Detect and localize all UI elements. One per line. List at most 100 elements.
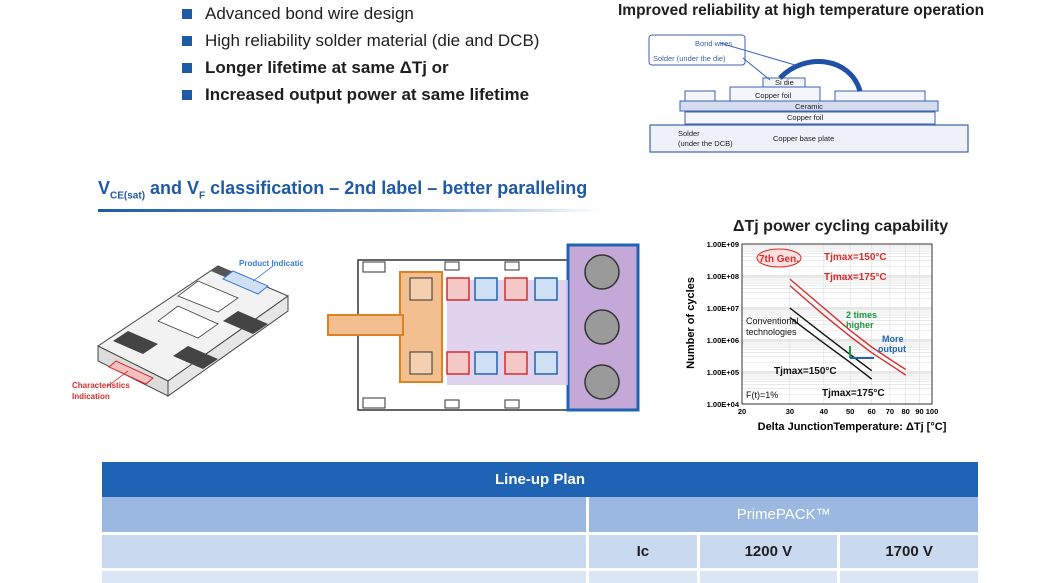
y-tick-label: 1.00E+09 bbox=[707, 240, 739, 249]
feature-item: High reliability solder material (die an… bbox=[182, 27, 539, 54]
aux-pin bbox=[445, 400, 459, 408]
module-isometric-illustration: Product Indication Characteristics Indic… bbox=[68, 236, 303, 411]
table-cell bbox=[698, 570, 839, 583]
tmax150-red-label: Tjmax=150°C bbox=[824, 252, 887, 263]
terminal-row-bottom bbox=[410, 352, 557, 374]
copper-foil-bottom-label: Copper foil bbox=[787, 113, 824, 122]
y-tick-labels: 1.00E+09 1.00E+08 1.00E+07 1.00E+06 1.00E+05… bbox=[707, 240, 740, 409]
y-tick-label: 1.00E+08 bbox=[707, 272, 739, 281]
conventional-label: Conventional bbox=[746, 316, 799, 326]
table-header-ic: Ic bbox=[588, 534, 698, 570]
solder-leader bbox=[743, 58, 770, 80]
two-times-label: 2 times bbox=[846, 310, 877, 320]
table-cell bbox=[839, 570, 978, 583]
technologies-label: technologies bbox=[746, 327, 797, 337]
y-tick-label: 1.00E+05 bbox=[707, 368, 739, 377]
x-tick-label: 80 bbox=[901, 407, 909, 416]
classification-heading: VCE(sat) and VF classification – 2nd lab… bbox=[98, 178, 587, 202]
higher-label: higher bbox=[846, 320, 874, 330]
terminal-pad bbox=[505, 278, 527, 300]
table-title-row: Line-up Plan bbox=[102, 462, 978, 497]
terminal-pad bbox=[535, 278, 557, 300]
aux-pin bbox=[505, 400, 519, 408]
tmax150-black-label: Tjmax=150°C bbox=[774, 366, 837, 377]
tmax175-red-label: Tjmax=175°C bbox=[824, 272, 887, 283]
aux-pin bbox=[505, 262, 519, 270]
more-label: More bbox=[882, 334, 904, 344]
power-cycling-chart: 1.00E+09 1.00E+08 1.00E+07 1.00E+06 1.00E+05… bbox=[682, 238, 982, 438]
screw-terminal bbox=[585, 365, 619, 399]
copper-foil-top-label: Copper foil bbox=[755, 91, 792, 100]
characteristics-indication-label: Characteristics bbox=[72, 381, 130, 390]
y-tick-label: 1.00E+07 bbox=[707, 304, 739, 313]
copper-pad-right bbox=[835, 91, 925, 101]
product-indication-label: Product Indication bbox=[239, 259, 303, 268]
bullet-square-icon bbox=[182, 90, 192, 100]
base-plate-label: Copper base plate bbox=[773, 134, 834, 143]
ac-output-bar bbox=[328, 315, 403, 335]
table-cell bbox=[102, 570, 588, 583]
table-cell bbox=[588, 570, 698, 583]
table-title: Line-up Plan bbox=[102, 462, 978, 497]
bond-wires-label: Bond wires bbox=[695, 39, 732, 48]
characteristics-indication-label-2: Indication bbox=[72, 392, 110, 401]
table-row bbox=[102, 570, 978, 583]
lineup-table: Line-up Plan PrimePACK™ Ic 1200 V 1700 V bbox=[102, 462, 978, 583]
x-tick-label: 40 bbox=[820, 407, 828, 416]
table-header-1700v: 1700 V bbox=[839, 534, 978, 570]
table-header-1200v: 1200 V bbox=[698, 534, 839, 570]
terminal-pad bbox=[410, 278, 432, 300]
feature-item: Increased output power at same lifetime bbox=[182, 81, 539, 108]
x-tick-label: 60 bbox=[868, 407, 876, 416]
screw-terminal bbox=[585, 255, 619, 289]
x-axis-label: Delta JunctionTemperature: ΔTj [°C] bbox=[758, 421, 947, 433]
terminal-pad bbox=[535, 352, 557, 374]
solder-dcb-label: Solder bbox=[678, 129, 700, 138]
terminal-pad bbox=[475, 278, 497, 300]
feature-item: Advanced bond wire design bbox=[182, 0, 539, 27]
terminal-pad bbox=[505, 352, 527, 374]
product-leader bbox=[253, 266, 273, 281]
bullet-square-icon bbox=[182, 63, 192, 73]
feature-list: Advanced bond wire design High reliabili… bbox=[182, 0, 539, 108]
gen7-label: 7th Gen. bbox=[759, 254, 799, 265]
module-top-view-illustration bbox=[325, 240, 660, 420]
aux-pin bbox=[363, 398, 385, 408]
feature-item: Longer lifetime at same ΔTj or bbox=[182, 54, 539, 81]
terminal-pad bbox=[410, 352, 432, 374]
x-tick-label: 70 bbox=[886, 407, 894, 416]
tmax175-black-label: Tjmax=175°C bbox=[822, 388, 885, 399]
solder-dcb-label-2: (under the DCB) bbox=[678, 139, 733, 148]
power-cycling-title: ΔTj power cycling capability bbox=[733, 218, 948, 236]
aux-pin bbox=[363, 262, 385, 272]
bullet-square-icon bbox=[182, 9, 192, 19]
screw-terminal bbox=[585, 310, 619, 344]
table-header-row: Ic 1200 V 1700 V bbox=[102, 534, 978, 570]
layer-cross-section-diagram: Bond wires Solder (under the die) Si die… bbox=[645, 32, 975, 154]
ft-label: F(t)=1% bbox=[746, 390, 778, 400]
table-family: PrimePACK™ bbox=[588, 497, 978, 534]
terminal-pad bbox=[447, 278, 469, 300]
solder-die-label: Solder (under the die) bbox=[653, 54, 726, 63]
y-tick-label: 1.00E+06 bbox=[707, 336, 739, 345]
x-tick-label: 90 bbox=[915, 407, 923, 416]
table-family-row: PrimePACK™ bbox=[102, 497, 978, 534]
output-label: output bbox=[878, 344, 906, 354]
heading-underline bbox=[98, 209, 600, 212]
aux-pin bbox=[445, 262, 459, 270]
copper-pad-left bbox=[685, 91, 715, 101]
ceramic-label: Ceramic bbox=[795, 102, 823, 111]
terminal-pad bbox=[475, 352, 497, 374]
x-tick-label: 30 bbox=[786, 407, 794, 416]
x-tick-label: 50 bbox=[846, 407, 854, 416]
y-tick-label: 1.00E+04 bbox=[707, 400, 740, 409]
reliability-title: Improved reliability at high temperature… bbox=[618, 2, 984, 20]
x-tick-label: 100 bbox=[926, 407, 939, 416]
table-cell-blank bbox=[102, 497, 588, 534]
terminal-pad bbox=[447, 352, 469, 374]
x-tick-label: 20 bbox=[738, 407, 746, 416]
table-cell-blank bbox=[102, 534, 588, 570]
bullet-square-icon bbox=[182, 36, 192, 46]
si-die-label: Si die bbox=[775, 78, 794, 87]
